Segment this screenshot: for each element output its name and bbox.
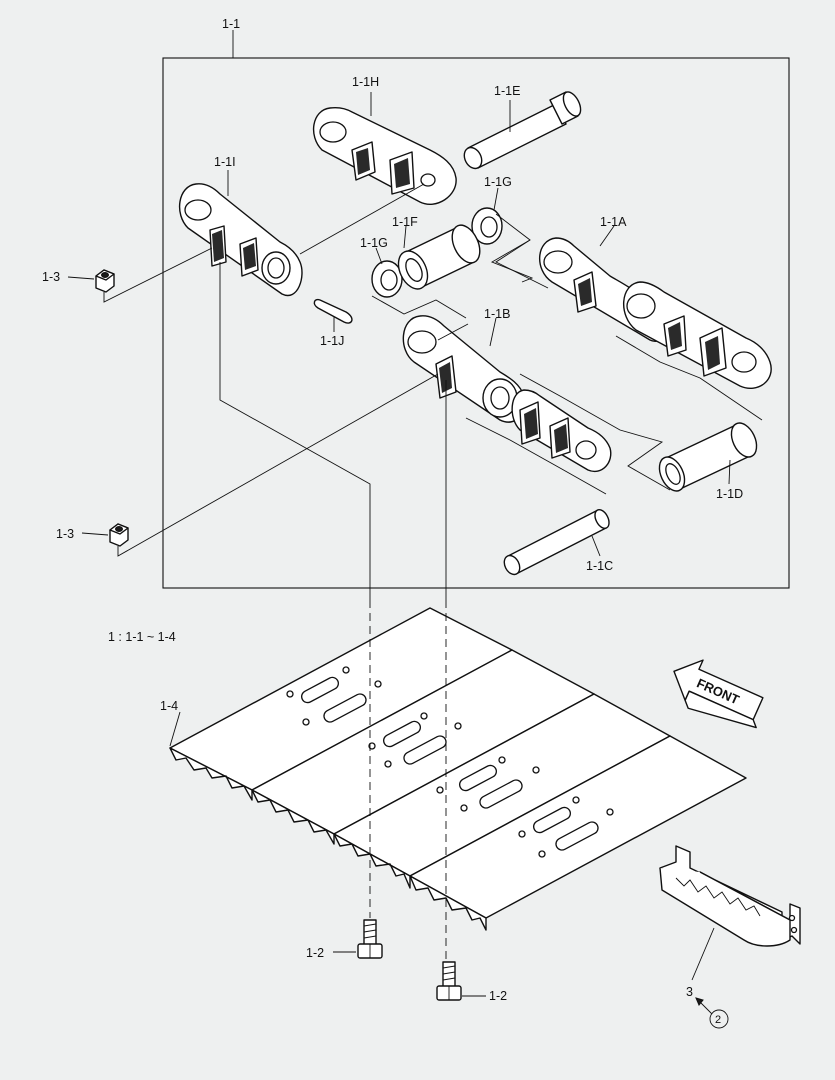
label-circle-2: 2 (715, 1014, 721, 1026)
nut-1-3-top (95, 269, 115, 293)
track-shoe-1-4 (169, 607, 747, 931)
assembly-frame (162, 57, 790, 589)
label-1-1j: 1-1J (320, 334, 344, 348)
label-1-1e: 1-1E (494, 84, 520, 98)
label-1-1c: 1-1C (586, 559, 613, 573)
label-1-1b: 1-1B (484, 307, 510, 321)
reference-circle (709, 1009, 729, 1029)
bolt-1-2-left (357, 919, 383, 959)
split-pin-1-1j (313, 298, 353, 324)
bolt-1-2-right (436, 961, 462, 1001)
label-1-1i: 1-1I (214, 155, 236, 169)
label-1-1h: 1-1H (352, 75, 379, 89)
label-3: 3 (686, 985, 693, 999)
track-pin-1-1c (503, 508, 610, 576)
seal-ring-1-1g-top (471, 207, 503, 245)
label-1-2-left: 1-2 (306, 946, 324, 960)
label-1-3-top: 1-3 (42, 270, 60, 284)
label-1-2-right: 1-2 (489, 989, 507, 1003)
nut-1-3-bottom (109, 523, 129, 547)
bushing-1-1d (658, 422, 758, 492)
track-guard-3 (659, 845, 801, 947)
label-1-1: 1-1 (222, 17, 240, 31)
label-1-1g-top: 1-1G (484, 175, 512, 189)
label-1-1g-left: 1-1G (360, 236, 388, 250)
track-link-1-1h (312, 106, 457, 205)
front-arrow: FRONT (673, 659, 764, 729)
label-1-1f: 1-1F (392, 215, 418, 229)
label-1-1d: 1-1D (716, 487, 743, 501)
range-note: 1 : 1-1 ~ 1-4 (108, 630, 176, 644)
label-1-1a: 1-1A (600, 215, 627, 229)
seal-ring-1-1g-left (371, 260, 403, 298)
label-1-3-bottom: 1-3 (56, 527, 74, 541)
track-pin-1-1e (463, 91, 582, 170)
label-1-4: 1-4 (160, 699, 178, 713)
track-link-1-1i (178, 183, 303, 297)
bushing-1-1f (397, 224, 481, 290)
track-link-1-1b (402, 315, 612, 473)
track-link-1-1a (538, 237, 772, 389)
